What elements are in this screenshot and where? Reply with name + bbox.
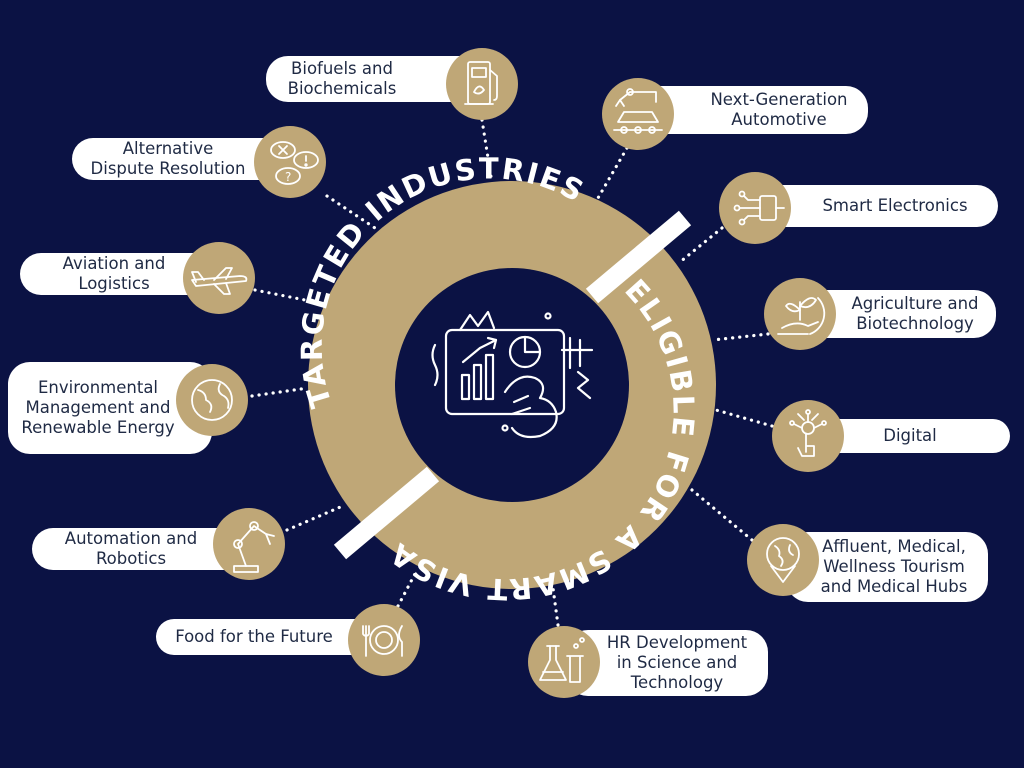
plate-cutlery-icon <box>362 625 403 657</box>
lab-flask-icon <box>539 637 585 683</box>
robot-arm-icon <box>233 521 275 573</box>
digital-touch-icon <box>789 409 827 457</box>
svg-text:?: ? <box>285 170 291 184</box>
label-agriculture: Agriculture and Biotechnology <box>851 294 979 333</box>
label-hr-development: HR Development in Science and Technology <box>606 633 748 692</box>
label-environmental: Environmental Management and Renewable E… <box>21 378 175 437</box>
fuel-pump-leaf-icon <box>464 61 498 105</box>
ring-divider-top <box>585 210 692 304</box>
pill-hr-development: HR Development in Science and Technology <box>566 630 768 696</box>
pill-smart-electronics: Smart Electronics <box>752 185 998 227</box>
label-aviation-logistics: Aviation and Logistics <box>62 254 166 293</box>
globe-location-icon <box>766 537 800 583</box>
label-smart-electronics: Smart Electronics <box>822 196 968 215</box>
ring-inner-disc <box>395 268 629 502</box>
circuit-icon <box>733 190 785 226</box>
ring-divider-bottom <box>333 466 440 560</box>
robot-car-assembly-icon <box>613 88 663 134</box>
label-automation-robotics: Automation and Robotics <box>64 529 198 568</box>
earth-globe-icon <box>191 379 233 421</box>
analytics-dashboard-icon <box>431 310 594 439</box>
speech-bubbles-icon: ? <box>270 141 319 185</box>
label-dispute-resolution: Alternative Dispute Resolution <box>90 139 246 178</box>
pill-affluent-medical: Affluent, Medical, Wellness Tourism and … <box>786 532 988 602</box>
label-affluent-medical: Affluent, Medical, Wellness Tourism and … <box>820 537 968 596</box>
pill-food-future: Food for the Future <box>156 619 374 655</box>
plant-hand-icon <box>777 297 826 335</box>
label-next-gen-automotive: Next-Generation Automotive <box>710 90 848 129</box>
label-food-future: Food for the Future <box>175 627 333 646</box>
airplane-icon <box>191 267 248 295</box>
label-biofuels: Biofuels and Biochemicals <box>287 59 397 98</box>
pill-dispute-resolution: Alternative Dispute Resolution <box>72 138 286 180</box>
label-digital: Digital <box>883 426 937 445</box>
